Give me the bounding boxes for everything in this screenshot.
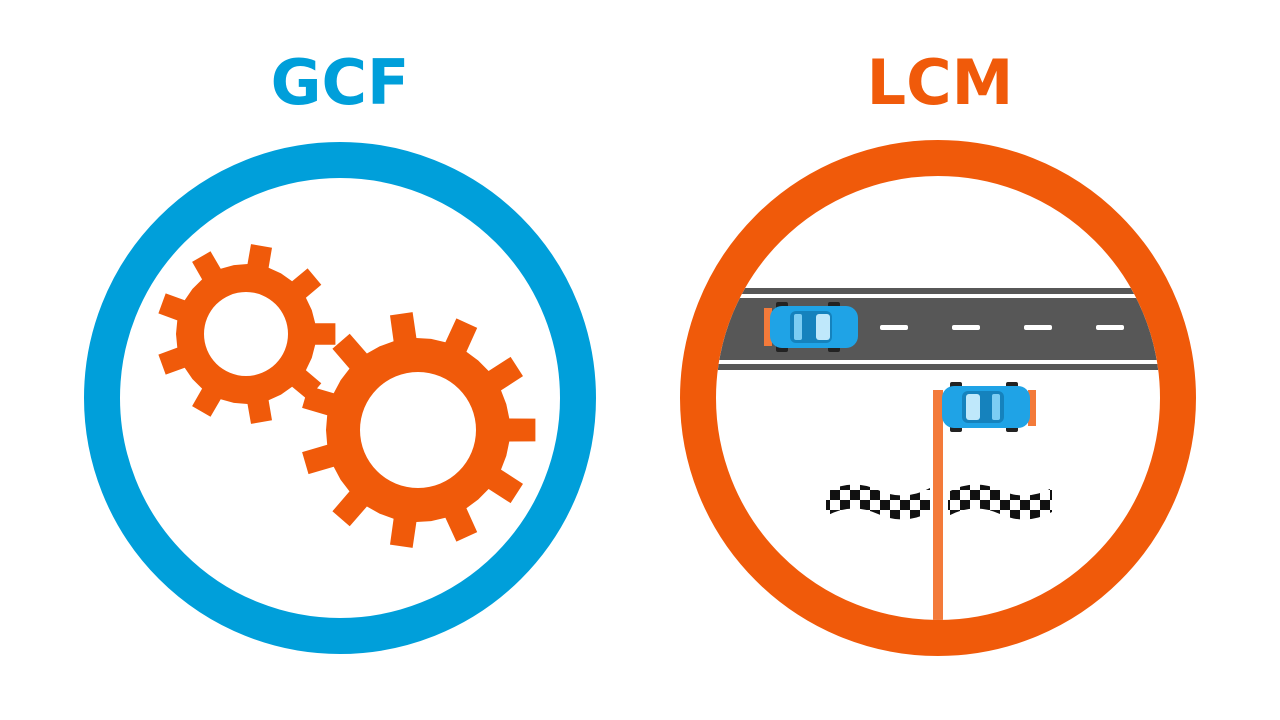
checkered-flag-icon [826,484,1052,520]
car-icon [942,382,1036,432]
gear-icon [302,312,536,548]
lcm-scene [716,284,1160,620]
lcm-ring [680,140,1196,656]
lcm-title: LCM [867,46,1014,119]
gcf-title: GCF [271,46,410,119]
gear-shape [302,312,536,548]
gear-shape [158,244,336,424]
gcf-ring [84,142,596,654]
gear-icon [158,244,336,424]
flag-pole [933,390,943,620]
car-icon [764,302,858,352]
